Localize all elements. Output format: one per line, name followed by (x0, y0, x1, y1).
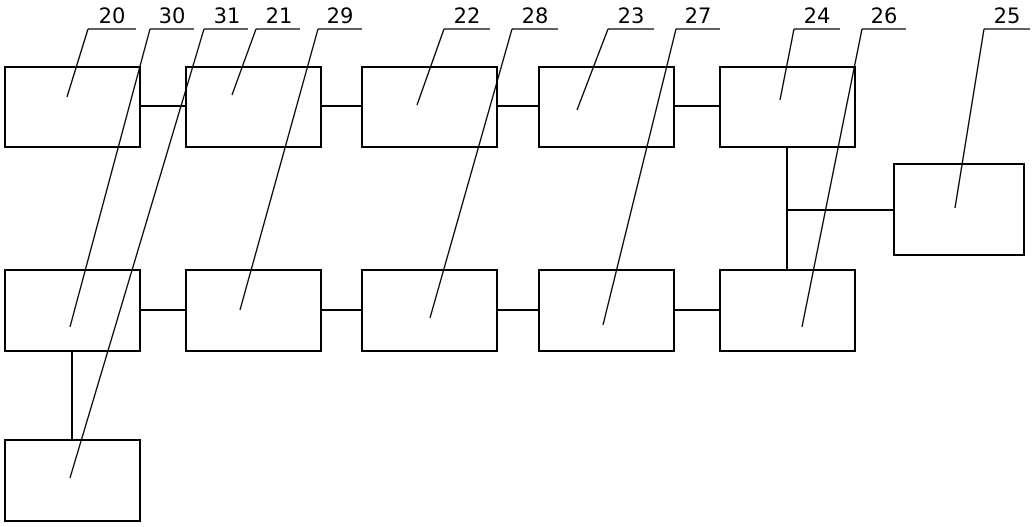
label-29: 29 (318, 4, 362, 30)
label-21-text: 21 (266, 4, 293, 28)
label-21: 21 (256, 4, 300, 30)
label-25: 25 (984, 4, 1030, 30)
label-24: 24 (794, 4, 840, 30)
block-bottom (4, 439, 141, 522)
block-right (893, 163, 1025, 256)
label-22: 22 (444, 4, 490, 30)
block-mid-3 (361, 269, 498, 352)
connection-wires (71, 105, 894, 440)
label-22-text: 22 (454, 4, 481, 28)
label-27-text: 27 (685, 4, 712, 28)
block-top-4 (538, 66, 675, 148)
label-28: 28 (512, 4, 558, 30)
block-top-5 (719, 66, 856, 148)
label-23-text: 23 (618, 4, 645, 28)
label-26-text: 26 (871, 4, 898, 28)
label-23: 23 (608, 4, 654, 30)
label-26: 26 (862, 4, 906, 30)
block-top-2 (185, 66, 322, 148)
label-29-text: 29 (327, 4, 354, 28)
label-31: 31 (204, 4, 248, 30)
label-24-text: 24 (804, 4, 831, 28)
label-20: 20 (88, 4, 136, 30)
block-top-3 (361, 66, 498, 148)
block-mid-5 (719, 269, 856, 352)
leader-lines (66, 28, 985, 479)
label-31-text: 31 (214, 4, 241, 28)
block-mid-1 (4, 269, 141, 352)
label-20-text: 20 (99, 4, 126, 28)
label-30-text: 30 (159, 4, 186, 28)
label-30: 30 (150, 4, 194, 30)
block-mid-2 (185, 269, 322, 352)
label-25-text: 25 (994, 4, 1021, 28)
label-28-text: 28 (522, 4, 549, 28)
label-27: 27 (676, 4, 720, 30)
